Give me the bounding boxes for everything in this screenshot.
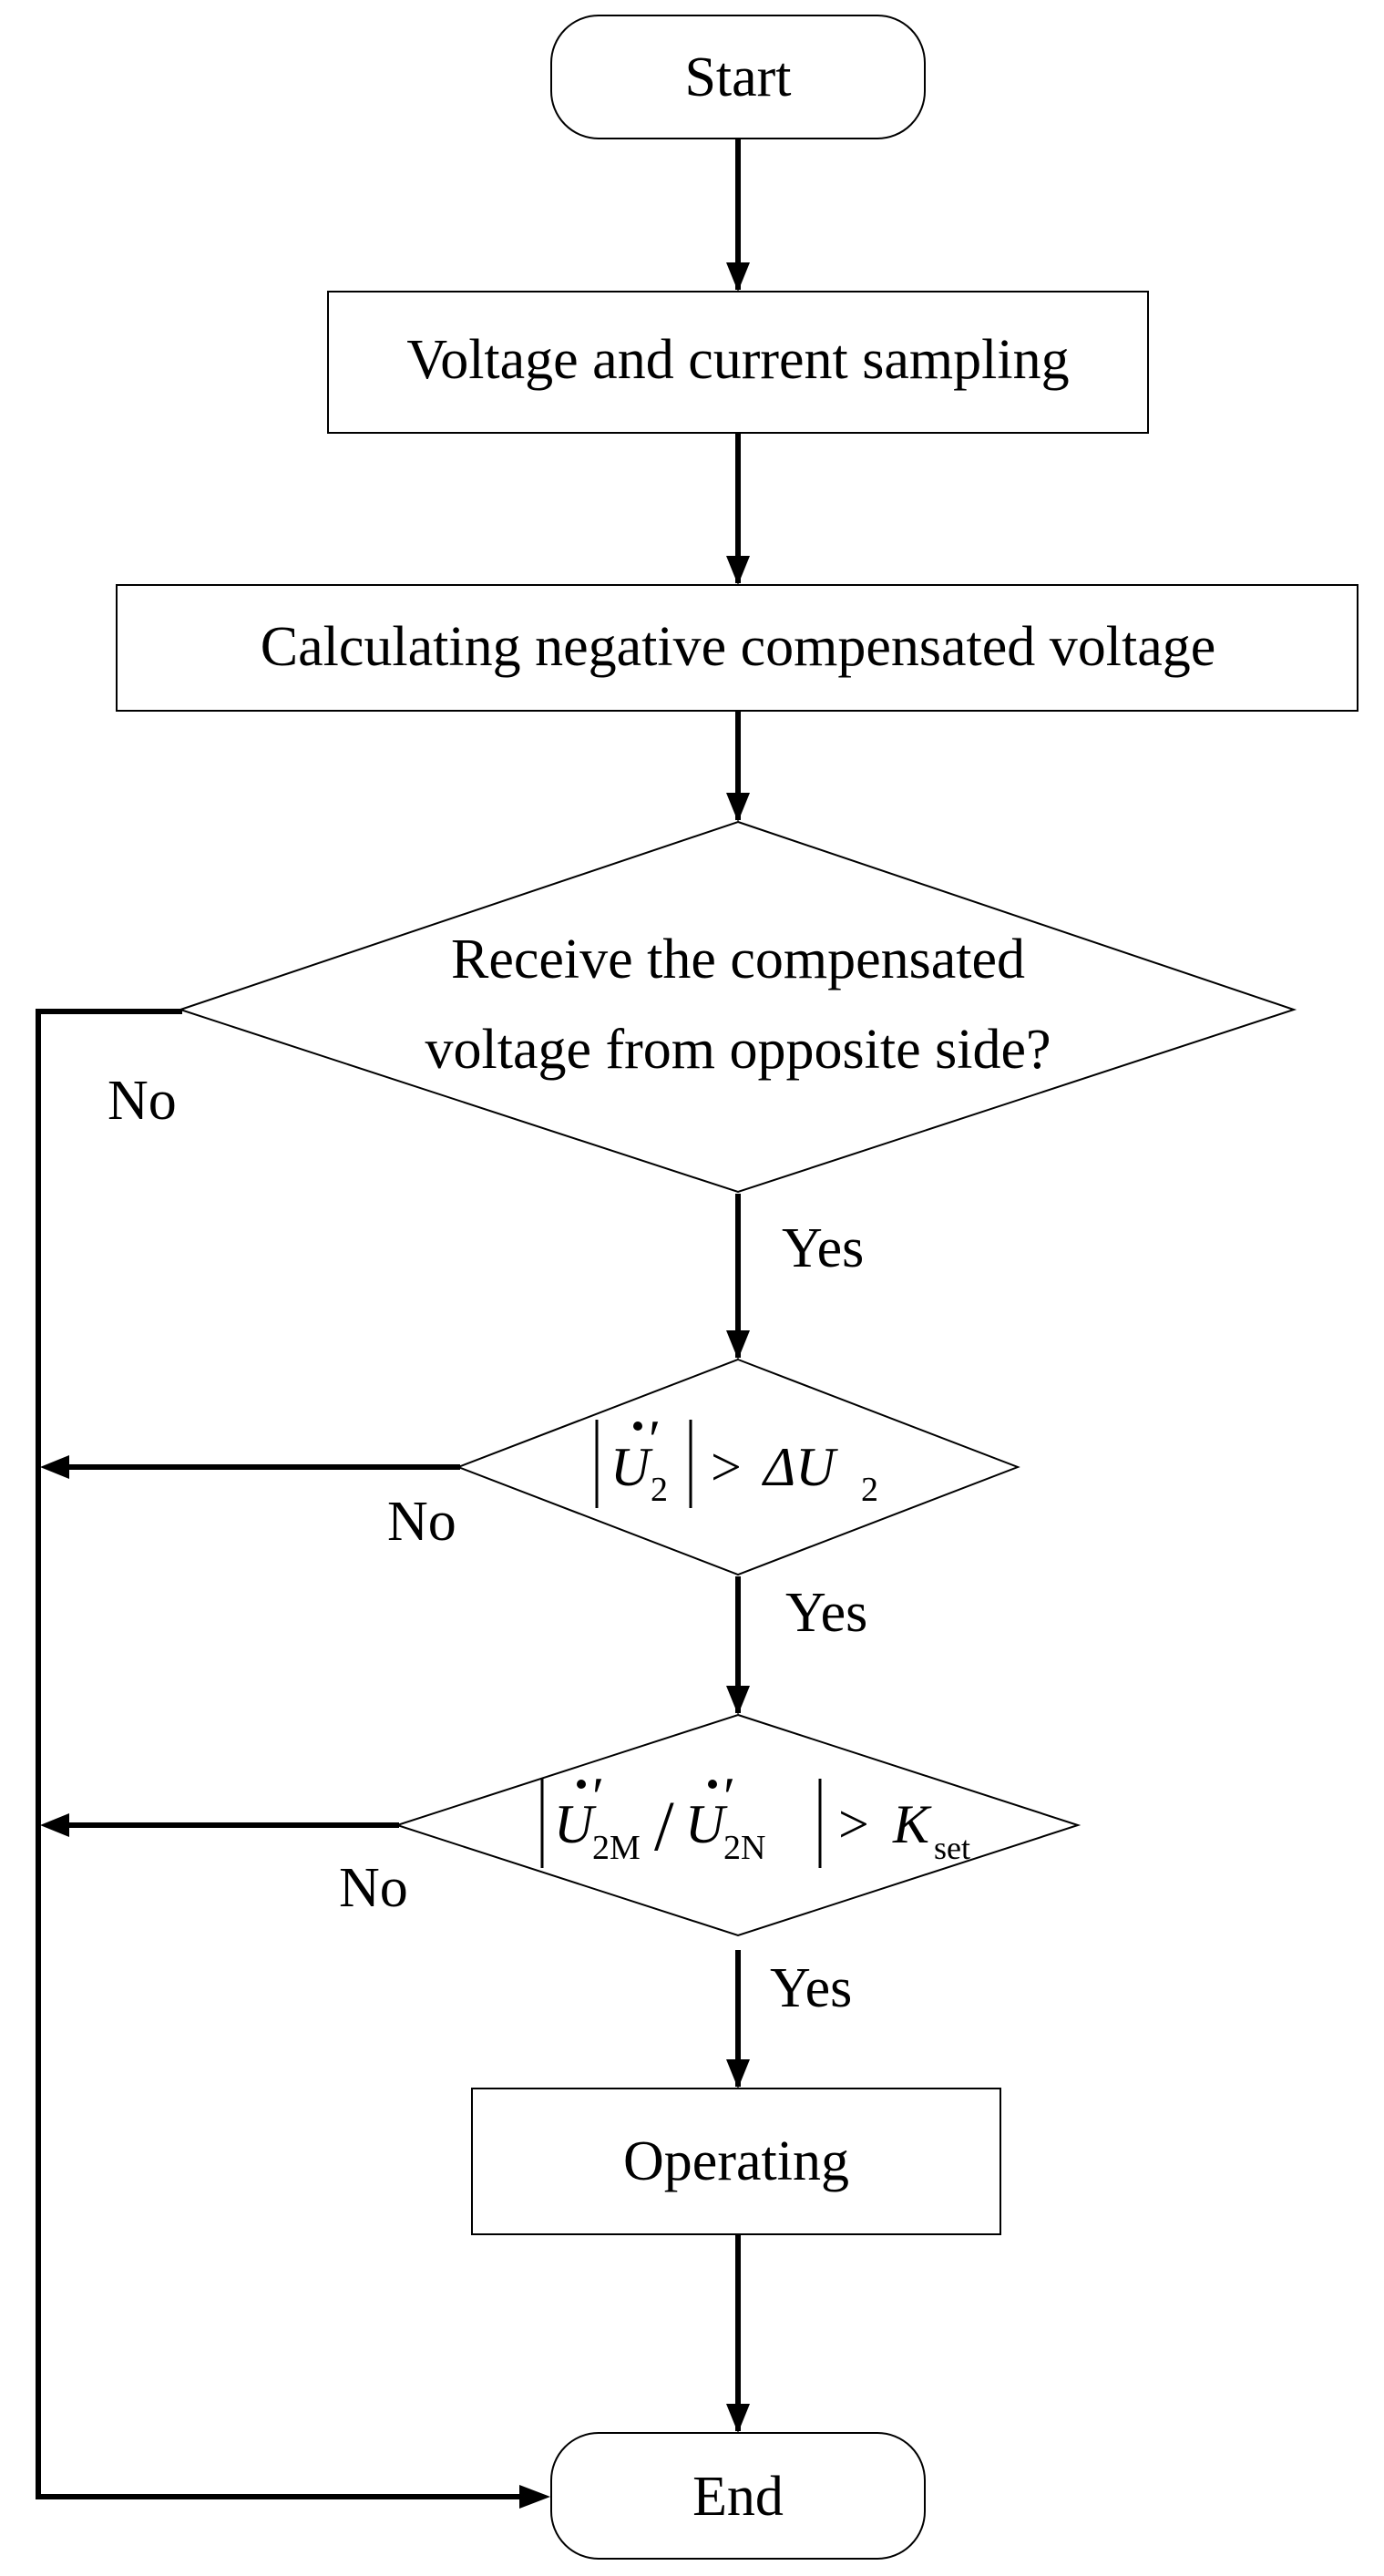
node-cond2-decision: U ′ 2M / U ′ 2N > K set [394,1713,1082,1937]
cond2-dot-m [577,1780,586,1789]
cond2-symbol-n: U [685,1794,728,1854]
sampling-label: Voltage and current sampling [406,329,1069,391]
receive-line1: Receive the compensated [451,929,1025,990]
node-cond1-decision: U ′ 2 > ΔU 2 [456,1358,1020,1576]
arrowhead-end [726,2404,750,2433]
cond1-op: > [711,1437,742,1497]
cond2-k: K [892,1794,932,1854]
arrowhead-cond2-no [40,1813,69,1837]
node-sampling: Voltage and current sampling [327,291,1149,434]
node-end: End [550,2432,926,2560]
operating-label: Operating [623,2130,849,2192]
cond2-symbol-m: U [554,1794,597,1854]
receive-yes-label: Yes [782,1217,864,1279]
node-operating: Operating [471,2088,1001,2235]
connectors [36,137,750,2509]
arrowhead-operating [726,2059,750,2089]
cond2-k-sub: set [934,1830,970,1866]
cond2-yes-label: Yes [770,1957,852,2019]
arrowhead-cond2 [726,1686,750,1715]
arrowhead-end-left [519,2485,550,2509]
cond1-rhs-sub: 2 [861,1471,878,1509]
receive-line2: voltage from opposite side? [425,1019,1051,1081]
cond2-prime-n: ′ [723,1767,735,1827]
end-label: End [692,2466,784,2528]
cond2-no-label: No [339,1857,408,1919]
cond1-sub: 2 [651,1471,668,1509]
cond1-symbol: U [610,1437,653,1497]
cond2-slash: / [654,1786,674,1865]
node-start: Start [550,15,926,139]
edge-labels: No Yes No Yes No Yes [108,1070,867,2019]
cond2-prime-m: ′ [592,1767,604,1827]
start-label: Start [684,46,791,108]
cond1-no-label: No [387,1491,456,1553]
cond2-op: > [838,1794,869,1854]
cond2-sub-m: 2M [592,1829,641,1867]
cond1-yes-label: Yes [785,1582,867,1644]
arrowhead-cond1 [726,1330,750,1360]
cond1-rhs: ΔU [762,1437,838,1497]
edge-receive-no-return [36,1009,519,2499]
cond1-dot [633,1421,642,1431]
arrowhead-cond1-no [40,1455,69,1479]
cond2-sub-n: 2N [723,1829,765,1867]
arrowhead-receive [726,793,750,822]
cond1-prime: ′ [649,1410,661,1470]
calculating-label: Calculating negative compensated voltage [261,616,1215,678]
arrowhead-sampling [726,262,750,292]
node-receive-decision: Receive the compensated voltage from opp… [177,820,1297,1194]
cond2-dot-n [708,1780,717,1789]
arrowhead-calculating [726,556,750,585]
node-calculating: Calculating negative compensated voltage [116,584,1358,712]
receive-no-label: No [108,1070,177,1132]
